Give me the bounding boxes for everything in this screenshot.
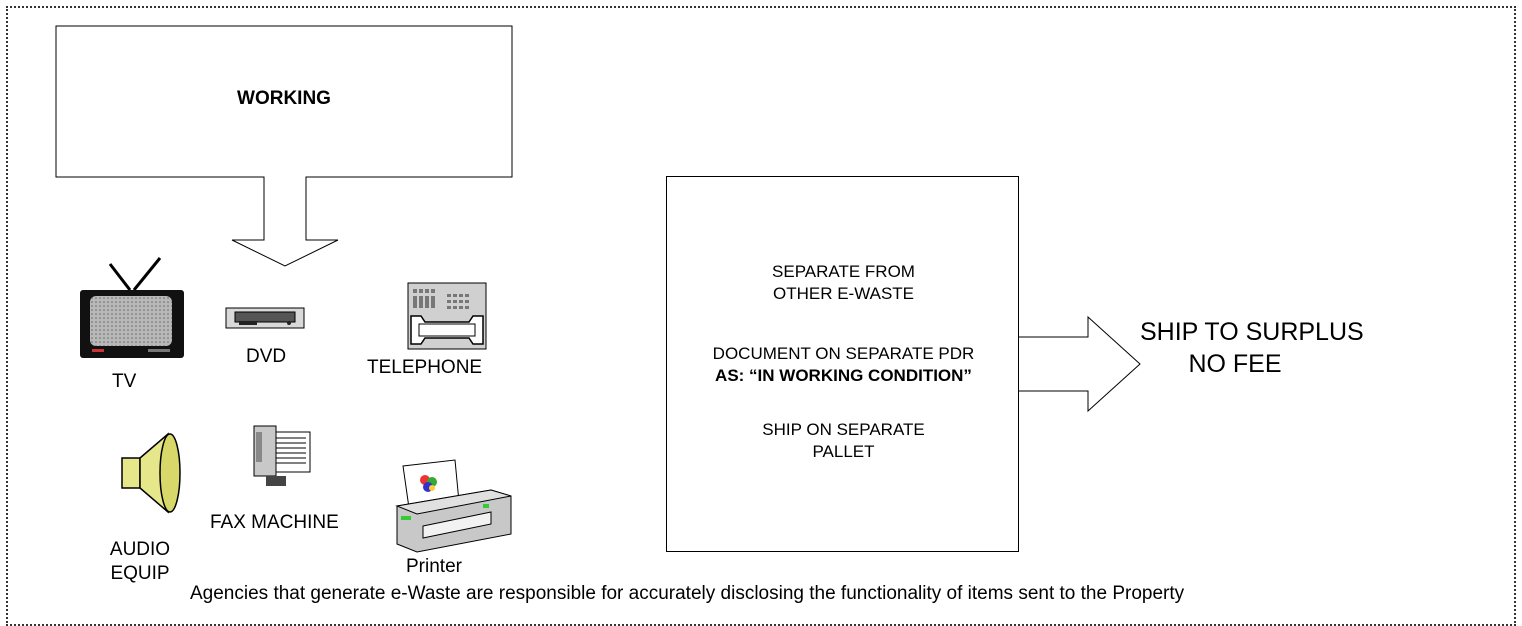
- tv-label: TV: [112, 371, 137, 392]
- working-label: WORKING: [237, 88, 331, 109]
- step-document: DOCUMENT ON SEPARATE PDR AS: “IN WORKING…: [667, 343, 1020, 387]
- fax-icon: [253, 425, 311, 486]
- telephone-label: TELEPHONE: [367, 357, 483, 378]
- footer-note: Agencies that generate e-Waste are respo…: [190, 583, 1185, 604]
- audio-label: AUDIO EQUIP: [100, 538, 180, 586]
- dvd-label: DVD: [246, 346, 287, 367]
- outcome-line2: NO FEE: [1188, 350, 1282, 378]
- printer-icon: [395, 459, 512, 553]
- step-ship-line2: PALLET: [812, 442, 875, 461]
- outcome-text: SHIP TO SURPLUS NO FEE: [1140, 316, 1364, 380]
- audio-label-line2: EQUIP: [110, 563, 170, 584]
- right-arrow: [1019, 315, 1141, 413]
- step-separate-line1: SEPARATE FROM: [772, 262, 915, 281]
- telephone-icon: [407, 282, 487, 350]
- working-callout-arrow: [55, 25, 513, 267]
- outcome-line1: SHIP TO SURPLUS: [1140, 318, 1364, 346]
- step-ship-line1: SHIP ON SEPARATE: [762, 420, 925, 439]
- fax-label: FAX MACHINE: [210, 512, 339, 533]
- step-document-line1: DOCUMENT ON SEPARATE PDR: [712, 344, 975, 363]
- speaker-icon: [121, 432, 181, 514]
- step-separate-line2: OTHER E-WASTE: [772, 284, 915, 303]
- dvd-icon: [225, 307, 305, 329]
- process-steps-box: SEPARATE FROM OTHER E-WASTE DOCUMENT ON …: [666, 176, 1019, 552]
- step-separate: SEPARATE FROM OTHER E-WASTE: [667, 261, 1020, 305]
- audio-label-line1: AUDIO: [109, 539, 171, 560]
- printer-label: Printer: [406, 556, 462, 577]
- tv-icon: [80, 257, 184, 358]
- step-ship: SHIP ON SEPARATE PALLET: [667, 419, 1020, 463]
- step-document-line2: AS: “IN WORKING CONDITION”: [715, 366, 972, 385]
